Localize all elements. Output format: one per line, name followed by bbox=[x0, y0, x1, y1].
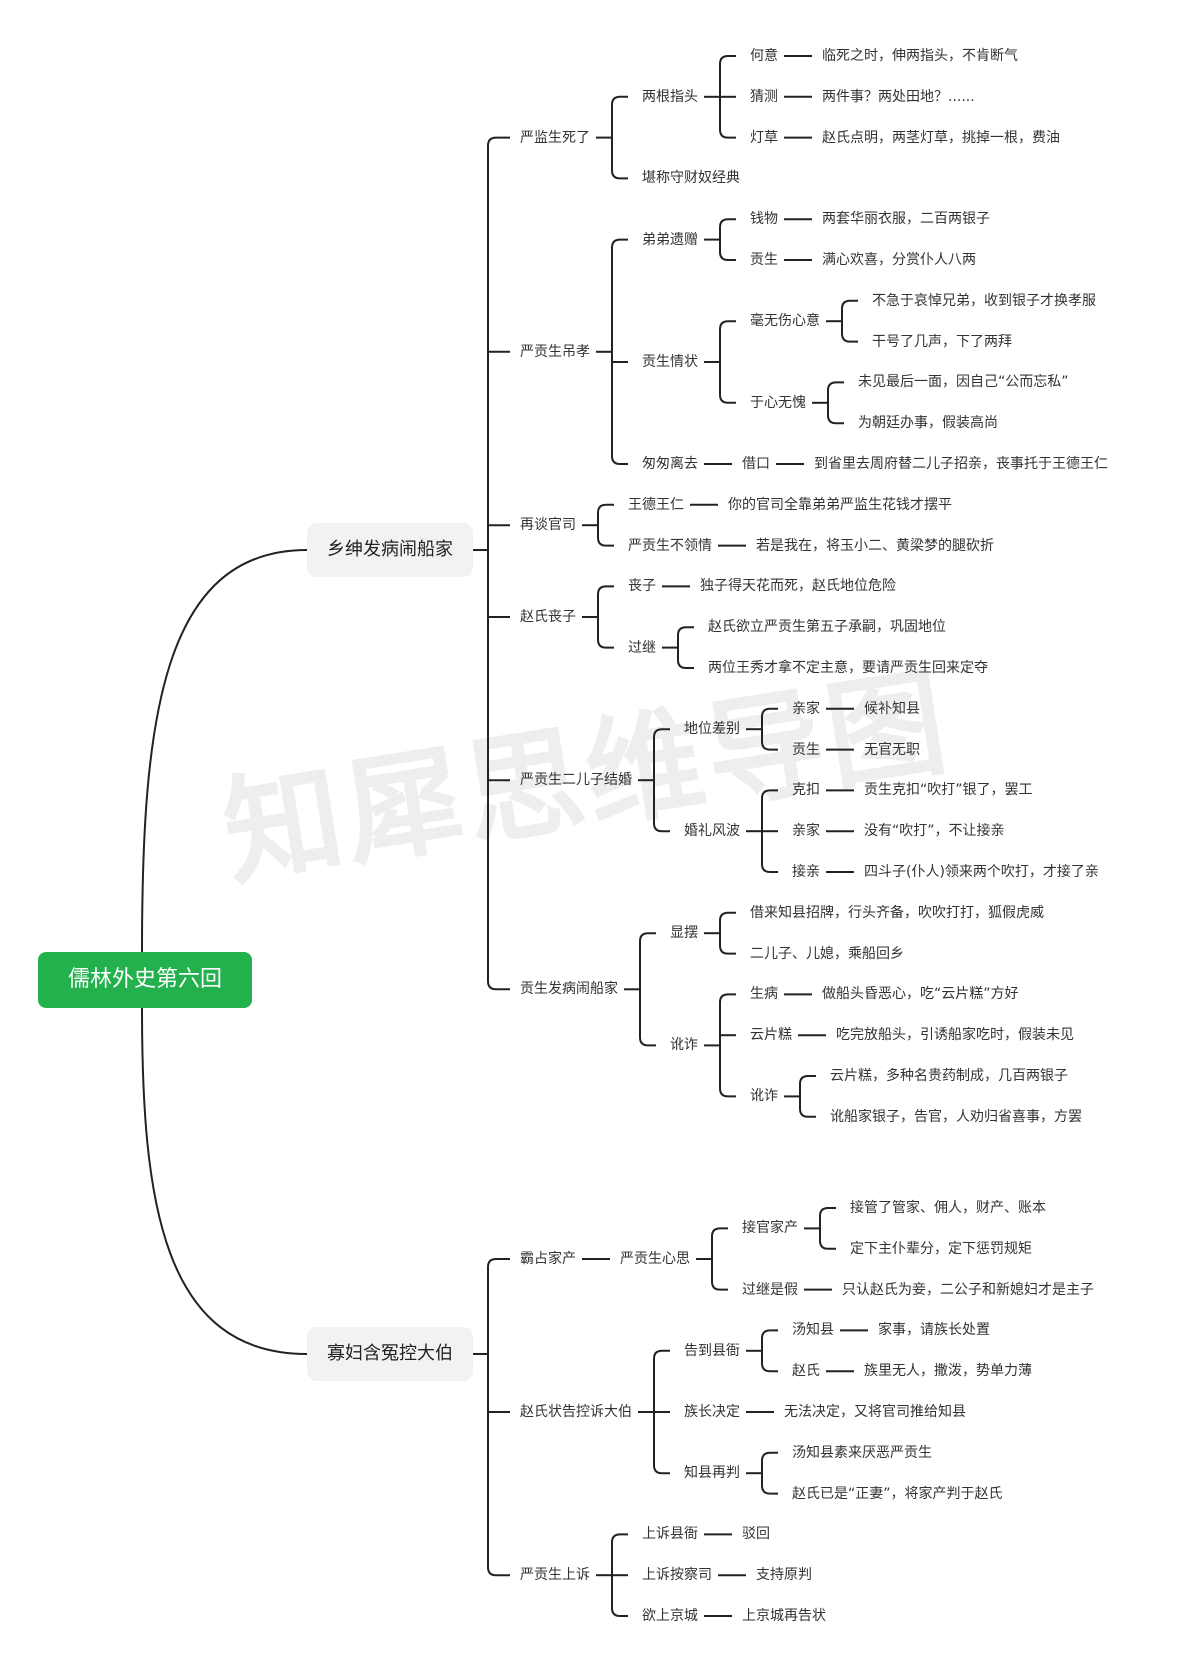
topic-d4-node[interactable]: 贡生 bbox=[792, 741, 820, 758]
topic-d3-node[interactable]: 严贡生心思 bbox=[620, 1251, 690, 1267]
topic-d5-node[interactable]: 候补知县 bbox=[864, 700, 920, 717]
topic-d3-node[interactable]: 弟弟遗赠 bbox=[642, 231, 698, 248]
topic-d5-node[interactable]: 没有“吹打”，不让接亲 bbox=[864, 823, 1005, 840]
topic-d4-node[interactable]: 赵氏欲立严贡生第五子承嗣，巩固地位 bbox=[708, 619, 946, 636]
topic-d4-node[interactable]: 接亲 bbox=[792, 864, 820, 880]
topic-node[interactable]: 赵氏状告控诉大伯 bbox=[520, 1404, 632, 1420]
topic-d5-node[interactable]: 临死之时，伸两指头，不肯断气 bbox=[822, 48, 1018, 64]
topic-d5-node[interactable]: 满心欢喜，分赏仆人八两 bbox=[822, 252, 976, 268]
topic-d5-node[interactable]: 做船头昏恶心，吃“云片糕”方好 bbox=[822, 986, 1019, 1003]
topic-d4-node[interactable]: 二儿子、儿媳，乘船回乡 bbox=[750, 945, 904, 962]
branch-node-2[interactable]: 寡妇含冤控大伯 bbox=[307, 1327, 473, 1381]
topic-d3-node[interactable]: 显摆 bbox=[670, 925, 698, 942]
topic-d4-node[interactable]: 毫无伤心意 bbox=[750, 313, 820, 330]
topic-d4-node[interactable]: 贡生 bbox=[750, 252, 778, 268]
topic-d4-node[interactable]: 汤知县素来厌恶严贡生 bbox=[792, 1444, 932, 1461]
topic-d3-node[interactable]: 上诉县衙 bbox=[642, 1526, 698, 1543]
topic-d4-node[interactable]: 亲家 bbox=[792, 823, 820, 840]
topic-d5-node[interactable]: 到省里去周府替二儿子招亲，丧事托于王德王仁 bbox=[814, 456, 1108, 472]
topic-d4-node[interactable]: 接官家产 bbox=[742, 1220, 798, 1237]
topic-d5-node[interactable]: 干号了几声，下了两拜 bbox=[872, 333, 1012, 350]
topic-d5-node[interactable]: 两套华丽衣服，二百两银子 bbox=[822, 211, 990, 228]
topic-d4-node[interactable]: 上京城再告状 bbox=[742, 1608, 826, 1624]
topic-d4-node[interactable]: 支持原判 bbox=[756, 1567, 812, 1584]
topic-d3-node[interactable]: 上诉按察司 bbox=[642, 1567, 712, 1584]
topic-d4-node[interactable]: 汤知县 bbox=[792, 1322, 834, 1339]
topic-d3-node[interactable]: 贡生情状 bbox=[642, 354, 698, 370]
topic-d5-node[interactable]: 四斗子(仆人)领来两个吹打，才接了亲 bbox=[864, 864, 1099, 880]
topic-d4-node[interactable]: 过继是假 bbox=[742, 1281, 798, 1298]
topic-d5-node[interactable]: 两件事？两处田地？...... bbox=[822, 88, 975, 105]
topic-d4-node[interactable]: 何意 bbox=[750, 48, 778, 64]
topic-d4-node[interactable]: 独子得天花而死，赵氏地位危险 bbox=[700, 578, 896, 595]
topic-d3-node[interactable]: 王德王仁 bbox=[628, 496, 684, 513]
topic-node[interactable]: 严贡生吊孝 bbox=[520, 343, 590, 360]
topic-node[interactable]: 严贡生上诉 bbox=[520, 1567, 590, 1584]
topic-d4-node[interactable]: 无法决定，又将官司推给知县 bbox=[784, 1404, 966, 1420]
topic-d4-node[interactable]: 两位王秀才拿不定主意，要请严贡生回来定夺 bbox=[708, 660, 988, 676]
topic-d4-node[interactable]: 借口 bbox=[742, 456, 770, 472]
topic-d5-node[interactable]: 贡生克扣“吹打”银了，罢工 bbox=[864, 782, 1033, 799]
topic-d5-node[interactable]: 吃完放船头，引诱船家吃时，假装未见 bbox=[836, 1027, 1074, 1044]
topic-d3-node[interactable]: 告到县衙 bbox=[684, 1342, 740, 1359]
topic-d4-node[interactable]: 灯草 bbox=[750, 129, 778, 146]
topic-d4-node[interactable]: 于心无愧 bbox=[750, 394, 806, 411]
topic-d5-node[interactable]: 接管了管家、佣人，财产、账本 bbox=[850, 1200, 1046, 1216]
topic-d3-node[interactable]: 知县再判 bbox=[684, 1465, 740, 1482]
topic-d3-node[interactable]: 欲上京城 bbox=[642, 1608, 698, 1624]
topic-d3-node[interactable]: 讹诈 bbox=[670, 1037, 698, 1054]
topic-d3-node[interactable]: 婚礼风波 bbox=[684, 823, 740, 840]
topic-d5-node[interactable]: 云片糕，多种名贵药制成，几百两银子 bbox=[830, 1068, 1068, 1084]
topic-d4-node[interactable]: 生病 bbox=[750, 986, 778, 1003]
topic-d4-node[interactable]: 你的官司全靠弟弟严监生花钱才摆平 bbox=[728, 496, 952, 513]
topic-d3-node[interactable]: 地位差别 bbox=[684, 721, 740, 738]
topic-d3-node[interactable]: 严贡生不领情 bbox=[628, 537, 712, 554]
topic-d5-node[interactable]: 讹船家银子，告官，人劝归省喜事，方罢 bbox=[830, 1108, 1082, 1125]
topic-d3-node[interactable]: 族长决定 bbox=[684, 1404, 740, 1420]
topic-d4-node[interactable]: 猜测 bbox=[750, 88, 778, 105]
topic-node[interactable]: 赵氏丧子 bbox=[520, 609, 576, 625]
topic-d3-node[interactable]: 过继 bbox=[628, 639, 656, 656]
topic-d4-node[interactable]: 赵氏已是“正妻”，将家产判于赵氏 bbox=[792, 1485, 1003, 1502]
topic-node[interactable]: 严监生死了 bbox=[520, 129, 590, 146]
branch-node-1[interactable]: 乡绅发病闹船家 bbox=[307, 523, 473, 577]
topic-d5-node[interactable]: 为朝廷办事，假装高尚 bbox=[858, 415, 998, 432]
topic-node[interactable]: 再谈官司 bbox=[520, 517, 576, 534]
topic-d5-node[interactable]: 无官无职 bbox=[864, 741, 920, 758]
topic-d3-node[interactable]: 两根指头 bbox=[642, 88, 698, 105]
topic-d4-node[interactable]: 驳回 bbox=[742, 1526, 770, 1543]
topic-d3-node[interactable]: 堪称守财奴经典 bbox=[642, 170, 740, 187]
topic-d5-node[interactable]: 只认赵氏为妾，二公子和新媳妇才是主子 bbox=[842, 1281, 1094, 1298]
topic-node[interactable]: 霸占家产 bbox=[520, 1251, 576, 1267]
topic-d5-node[interactable]: 家事，请族长处置 bbox=[878, 1322, 990, 1339]
topic-node[interactable]: 贡生发病闹船家 bbox=[520, 981, 618, 998]
topic-d5-node[interactable]: 赵氏点明，两茎灯草，挑掉一根，费油 bbox=[822, 129, 1060, 146]
root-node[interactable]: 儒林外史第六回 bbox=[38, 952, 252, 1008]
topic-d3-node[interactable]: 丧子 bbox=[628, 578, 656, 595]
topic-d4-node[interactable]: 若是我在，将玉小二、黄梁梦的腿砍折 bbox=[756, 537, 994, 554]
topic-d4-node[interactable]: 克扣 bbox=[792, 782, 820, 799]
topic-d4-node[interactable]: 钱物 bbox=[750, 211, 778, 228]
topic-d3-node[interactable]: 匆匆离去 bbox=[642, 456, 698, 472]
topic-node[interactable]: 严贡生二儿子结婚 bbox=[520, 772, 632, 789]
topic-d5-node[interactable]: 未见最后一面，因自己“公而忘私” bbox=[858, 374, 1069, 391]
topic-d5-node[interactable]: 定下主仆辈分，定下惩罚规矩 bbox=[850, 1240, 1032, 1257]
topic-d5-node[interactable]: 不急于哀悼兄弟，收到银子才换孝服 bbox=[872, 292, 1096, 309]
topic-d4-node[interactable]: 亲家 bbox=[792, 700, 820, 717]
topic-d4-node[interactable]: 讹诈 bbox=[750, 1088, 778, 1105]
topic-d4-node[interactable]: 赵氏 bbox=[792, 1363, 820, 1380]
topic-d5-node[interactable]: 族里无人，撒泼，势单力薄 bbox=[864, 1363, 1032, 1380]
topic-d4-node[interactable]: 云片糕 bbox=[750, 1027, 792, 1044]
topic-d4-node[interactable]: 借来知县招牌，行头齐备，吹吹打打，狐假虎威 bbox=[750, 904, 1044, 921]
